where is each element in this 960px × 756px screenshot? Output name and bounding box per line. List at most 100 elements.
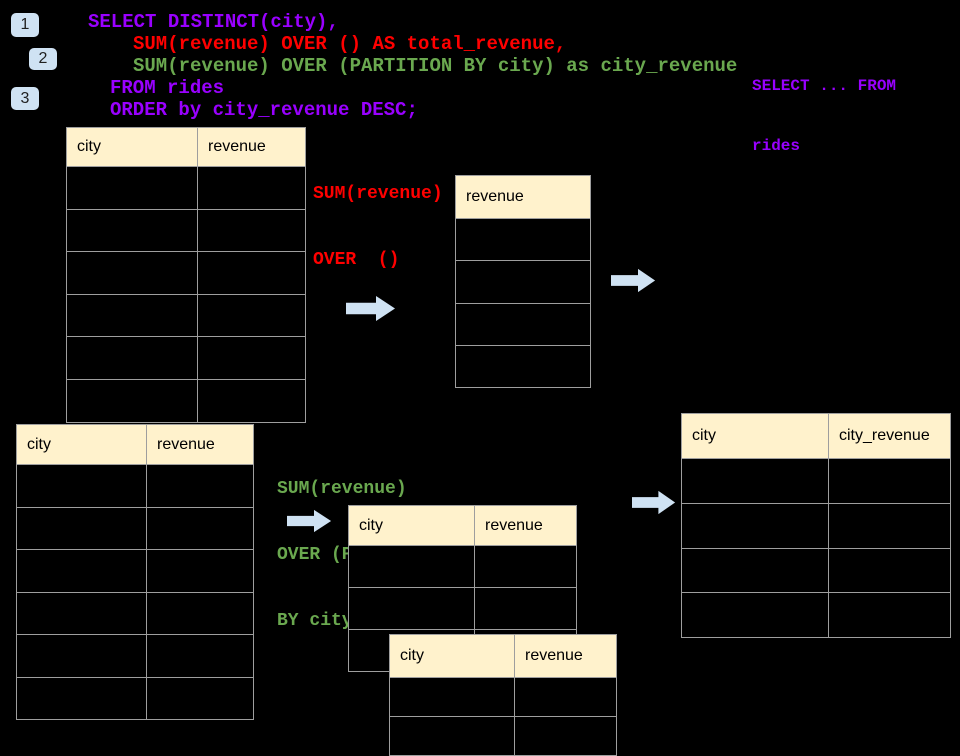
- sql-line-partition: SUM(revenue) OVER (PARTITION BY city) as…: [133, 55, 738, 77]
- empty-cell: [146, 506, 254, 550]
- table-row: [66, 251, 306, 295]
- table-row: [66, 208, 306, 253]
- side-note-select-from-rides: SELECT ... FROM rides: [752, 36, 896, 196]
- annotation-line: OVER (): [313, 250, 400, 270]
- table-row: [16, 591, 254, 635]
- column-header-revenue: revenue: [197, 127, 306, 167]
- column-header-city: city: [681, 413, 829, 459]
- arrow-right-icon: [611, 268, 656, 293]
- empty-cell: [389, 716, 515, 756]
- sql-line-select: SELECT DISTINCT(city),: [88, 11, 339, 33]
- empty-cell: [66, 293, 198, 338]
- empty-cell: [514, 677, 617, 717]
- empty-cell: [66, 251, 198, 295]
- table-row: [66, 166, 306, 210]
- table-row: [389, 677, 617, 717]
- empty-cell: [197, 251, 306, 295]
- table-header-row: revenue: [455, 175, 591, 219]
- sql-line-from: FROM rides: [110, 77, 225, 99]
- table-row: [455, 344, 591, 389]
- empty-cell: [146, 591, 254, 635]
- column-header-city: city: [389, 634, 515, 678]
- column-header-city: city: [66, 127, 198, 167]
- empty-cell: [514, 716, 617, 756]
- empty-cell: [828, 547, 951, 594]
- empty-cell: [455, 302, 591, 346]
- sql-line-sum-over: SUM(revenue) OVER () AS total_revenue,: [133, 33, 567, 55]
- arrow-right-icon: [632, 490, 676, 515]
- empty-cell: [474, 587, 577, 630]
- empty-cell: [828, 502, 951, 549]
- empty-cell: [146, 676, 254, 720]
- step-badge-2: 2: [29, 48, 57, 70]
- empty-cell: [348, 587, 475, 630]
- empty-cell: [197, 378, 306, 423]
- side-note-line: SELECT ... FROM: [752, 77, 897, 95]
- empty-cell: [455, 344, 591, 389]
- slide-canvas: 1 2 3 SELECT DISTINCT(city), SUM(revenue…: [11, 11, 951, 756]
- table-row: [66, 378, 306, 423]
- empty-cell: [66, 378, 198, 423]
- empty-cell: [681, 502, 829, 549]
- empty-cell: [681, 458, 829, 504]
- empty-cell: [66, 166, 198, 210]
- sql-line-order: ORDER by city_revenue DESC;: [110, 99, 418, 121]
- empty-cell: [197, 208, 306, 253]
- annotation-line: SUM(revenue): [313, 184, 443, 204]
- empty-cell: [16, 464, 147, 508]
- empty-cell: [197, 293, 306, 338]
- table-row: [348, 545, 577, 588]
- step-badge-3: 3: [11, 87, 39, 110]
- empty-cell: [681, 547, 829, 594]
- annotation-line: SUM(revenue): [277, 479, 407, 499]
- side-note-line: rides: [752, 137, 801, 155]
- table-row: [16, 464, 254, 508]
- annotation-total-revenue: SUM(revenue) OVER (): [313, 139, 443, 315]
- table-row: [16, 676, 254, 720]
- empty-cell: [197, 336, 306, 380]
- empty-cell: [16, 591, 147, 635]
- table-row: [16, 506, 254, 550]
- table-row: [16, 634, 254, 678]
- empty-cell: [197, 166, 306, 210]
- table-row: [455, 260, 591, 304]
- empty-cell: [146, 634, 254, 678]
- table-row: [389, 716, 617, 756]
- table-row: [66, 293, 306, 338]
- step-badge-1: 1: [11, 13, 39, 37]
- empty-cell: [474, 545, 577, 588]
- empty-cell: [681, 592, 829, 639]
- table-row: [681, 547, 951, 594]
- table-row: [681, 592, 951, 639]
- column-header-revenue: revenue: [146, 424, 254, 465]
- empty-cell: [16, 506, 147, 550]
- empty-cell: [455, 217, 591, 262]
- table-row: [681, 502, 951, 549]
- empty-cell: [146, 549, 254, 593]
- empty-cell: [146, 464, 254, 508]
- empty-cell: [828, 592, 951, 639]
- empty-cell: [348, 545, 475, 588]
- empty-cell: [828, 458, 951, 504]
- empty-cell: [455, 260, 591, 304]
- column-header-revenue: revenue: [514, 634, 617, 678]
- column-header-city_revenue: city_revenue: [828, 413, 951, 459]
- table-row: [66, 336, 306, 380]
- column-header-city: city: [16, 424, 147, 465]
- table-row: [348, 587, 577, 630]
- empty-cell: [16, 676, 147, 720]
- column-header-revenue: revenue: [474, 505, 577, 546]
- column-header-city: city: [348, 505, 475, 546]
- table-row: [681, 458, 951, 504]
- table-total-revenue: revenue: [455, 175, 591, 389]
- empty-cell: [16, 549, 147, 593]
- empty-cell: [66, 208, 198, 253]
